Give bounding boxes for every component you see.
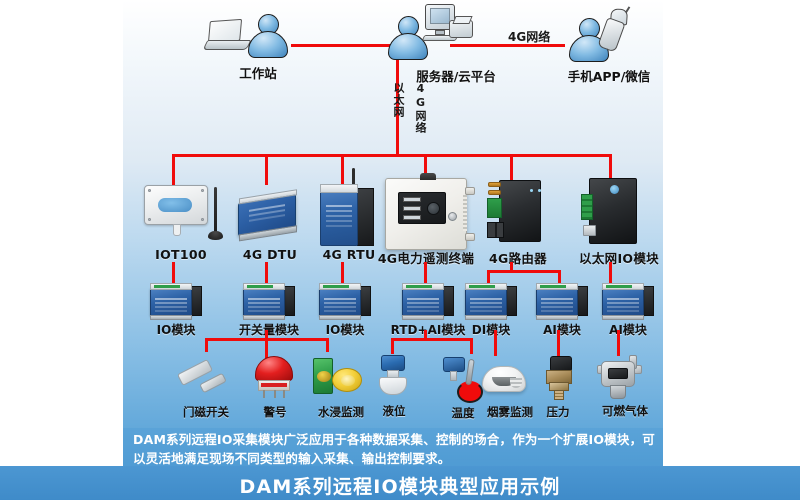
link-rtdai-temp (470, 338, 473, 354)
user-avatar-server (385, 16, 431, 60)
bus-drop-ethio (609, 154, 612, 180)
device-label-power-terminal: 4G电力遥测终端 (377, 251, 475, 266)
io-label-io2: IO模块 (325, 323, 365, 337)
water-leak-detector-icon (313, 358, 365, 398)
sensor-label-door-switch: 门磁开关 (183, 405, 229, 419)
bus-drop-dtu (265, 154, 268, 185)
sensor-label-pressure: 压力 (546, 405, 570, 419)
description-panel (123, 428, 663, 472)
io-label-switch: 开关量模块 (238, 323, 299, 337)
user-avatar-workstation (245, 14, 291, 58)
link-workstation-server (291, 44, 397, 47)
link-switch-branch-bar (205, 338, 329, 341)
link-label-4g-wan: 4G网络 (508, 30, 551, 44)
sensor-label-gas: 可燃气体 (602, 404, 648, 418)
link-rtdai-level (391, 338, 394, 354)
bus-drop-router (510, 154, 513, 180)
io-module-icon (150, 283, 202, 320)
io-module-icon (465, 283, 517, 320)
pressure-transmitter-icon (540, 356, 582, 402)
link-label-ethernet: 以太网 (392, 82, 405, 118)
server-computer-icon (421, 4, 475, 46)
bus-drop-rtu (341, 154, 344, 185)
sensor-label-smoke: 烟雾监测 (487, 405, 533, 419)
sensor-label-level: 液位 (382, 404, 406, 418)
device-label-4g-rtu: 4G RTU (322, 247, 376, 262)
link-switch-door (205, 338, 208, 352)
link-rtdai-stem (424, 330, 427, 340)
link-dtu-dio (265, 262, 268, 286)
io-label-ai1: AI模块 (543, 323, 581, 337)
link-ai1-pressure (557, 330, 560, 356)
link-iot100-io1 (172, 262, 175, 286)
dtu-module-icon (238, 189, 297, 242)
sensor-label-temperature: 温度 (451, 406, 475, 420)
io-label-ai2: AI模块 (609, 323, 647, 337)
link-label-4g-vertical: 4G网络 (414, 82, 427, 134)
io-label-rtd-ai: RTD+AI模块 (390, 323, 466, 337)
device-bus-horizontal (172, 154, 612, 157)
temperature-probe-icon (443, 357, 487, 403)
io-label-io1: IO模块 (156, 323, 196, 337)
io-module-icon (319, 283, 371, 320)
bus-drop-terminal (424, 154, 427, 178)
link-server-mobile (450, 44, 565, 47)
link-ai2-gas (617, 330, 620, 356)
magnetic-door-switch-icon (176, 358, 228, 402)
level-transmitter-icon (377, 355, 411, 397)
link-router-ai1 (558, 270, 561, 286)
laptop-icon (202, 18, 252, 52)
link-router-di (487, 270, 490, 286)
device-label-ethernet-io: 以太网IO模块 (579, 251, 659, 266)
io-module-icon (402, 283, 454, 320)
io-label-di: DI模块 (471, 323, 511, 337)
link-switch-water (326, 338, 329, 352)
device-label-4g-router: 4G路由器 (489, 251, 547, 266)
industrial-router-icon (487, 180, 541, 242)
node-label-server: 服务器/云平台 (416, 69, 496, 84)
combustible-gas-detector-icon (597, 355, 645, 401)
link-rtdai-branch-bar (391, 338, 473, 341)
link-router-branch-bar (487, 270, 561, 273)
title-banner (0, 466, 800, 500)
bus-drop-iot100 (172, 154, 175, 185)
sensor-label-siren: 警号 (263, 405, 287, 419)
smoke-detector-icon (482, 360, 528, 398)
link-router-stem (510, 262, 513, 273)
io-module-icon (536, 283, 588, 320)
alarm-siren-icon (252, 356, 298, 400)
ethernet-io-module-icon (581, 178, 637, 244)
link-ethio-ai2 (609, 262, 612, 286)
diagram-description: DAM系列远程IO采集模块广泛应用于各种数据采集、控制的场合，作为一个扩展IO模… (133, 432, 655, 466)
device-label-iot100: IOT100 (155, 247, 207, 262)
trunk-ethernet-vertical (396, 44, 399, 154)
iot-sensor-box-icon (144, 185, 208, 236)
device-label-4g-dtu: 4G DTU (242, 247, 298, 262)
diagram-title: DAM系列远程IO模块典型应用示例 (239, 476, 561, 498)
link-rtu-io2 (341, 262, 344, 286)
io-module-icon (602, 283, 654, 320)
node-label-workstation: 工作站 (239, 66, 277, 81)
io-module-icon (243, 283, 295, 320)
power-telemetry-cabinet-icon (385, 173, 475, 250)
rtu-module-icon (320, 168, 374, 246)
sensor-label-water-leak: 水浸监测 (318, 405, 364, 419)
link-di-smoke (494, 330, 497, 356)
link-terminal-rtdai (424, 262, 427, 286)
link-switch-stem (265, 330, 268, 358)
node-label-mobile: 手机APP/微信 (567, 69, 651, 84)
